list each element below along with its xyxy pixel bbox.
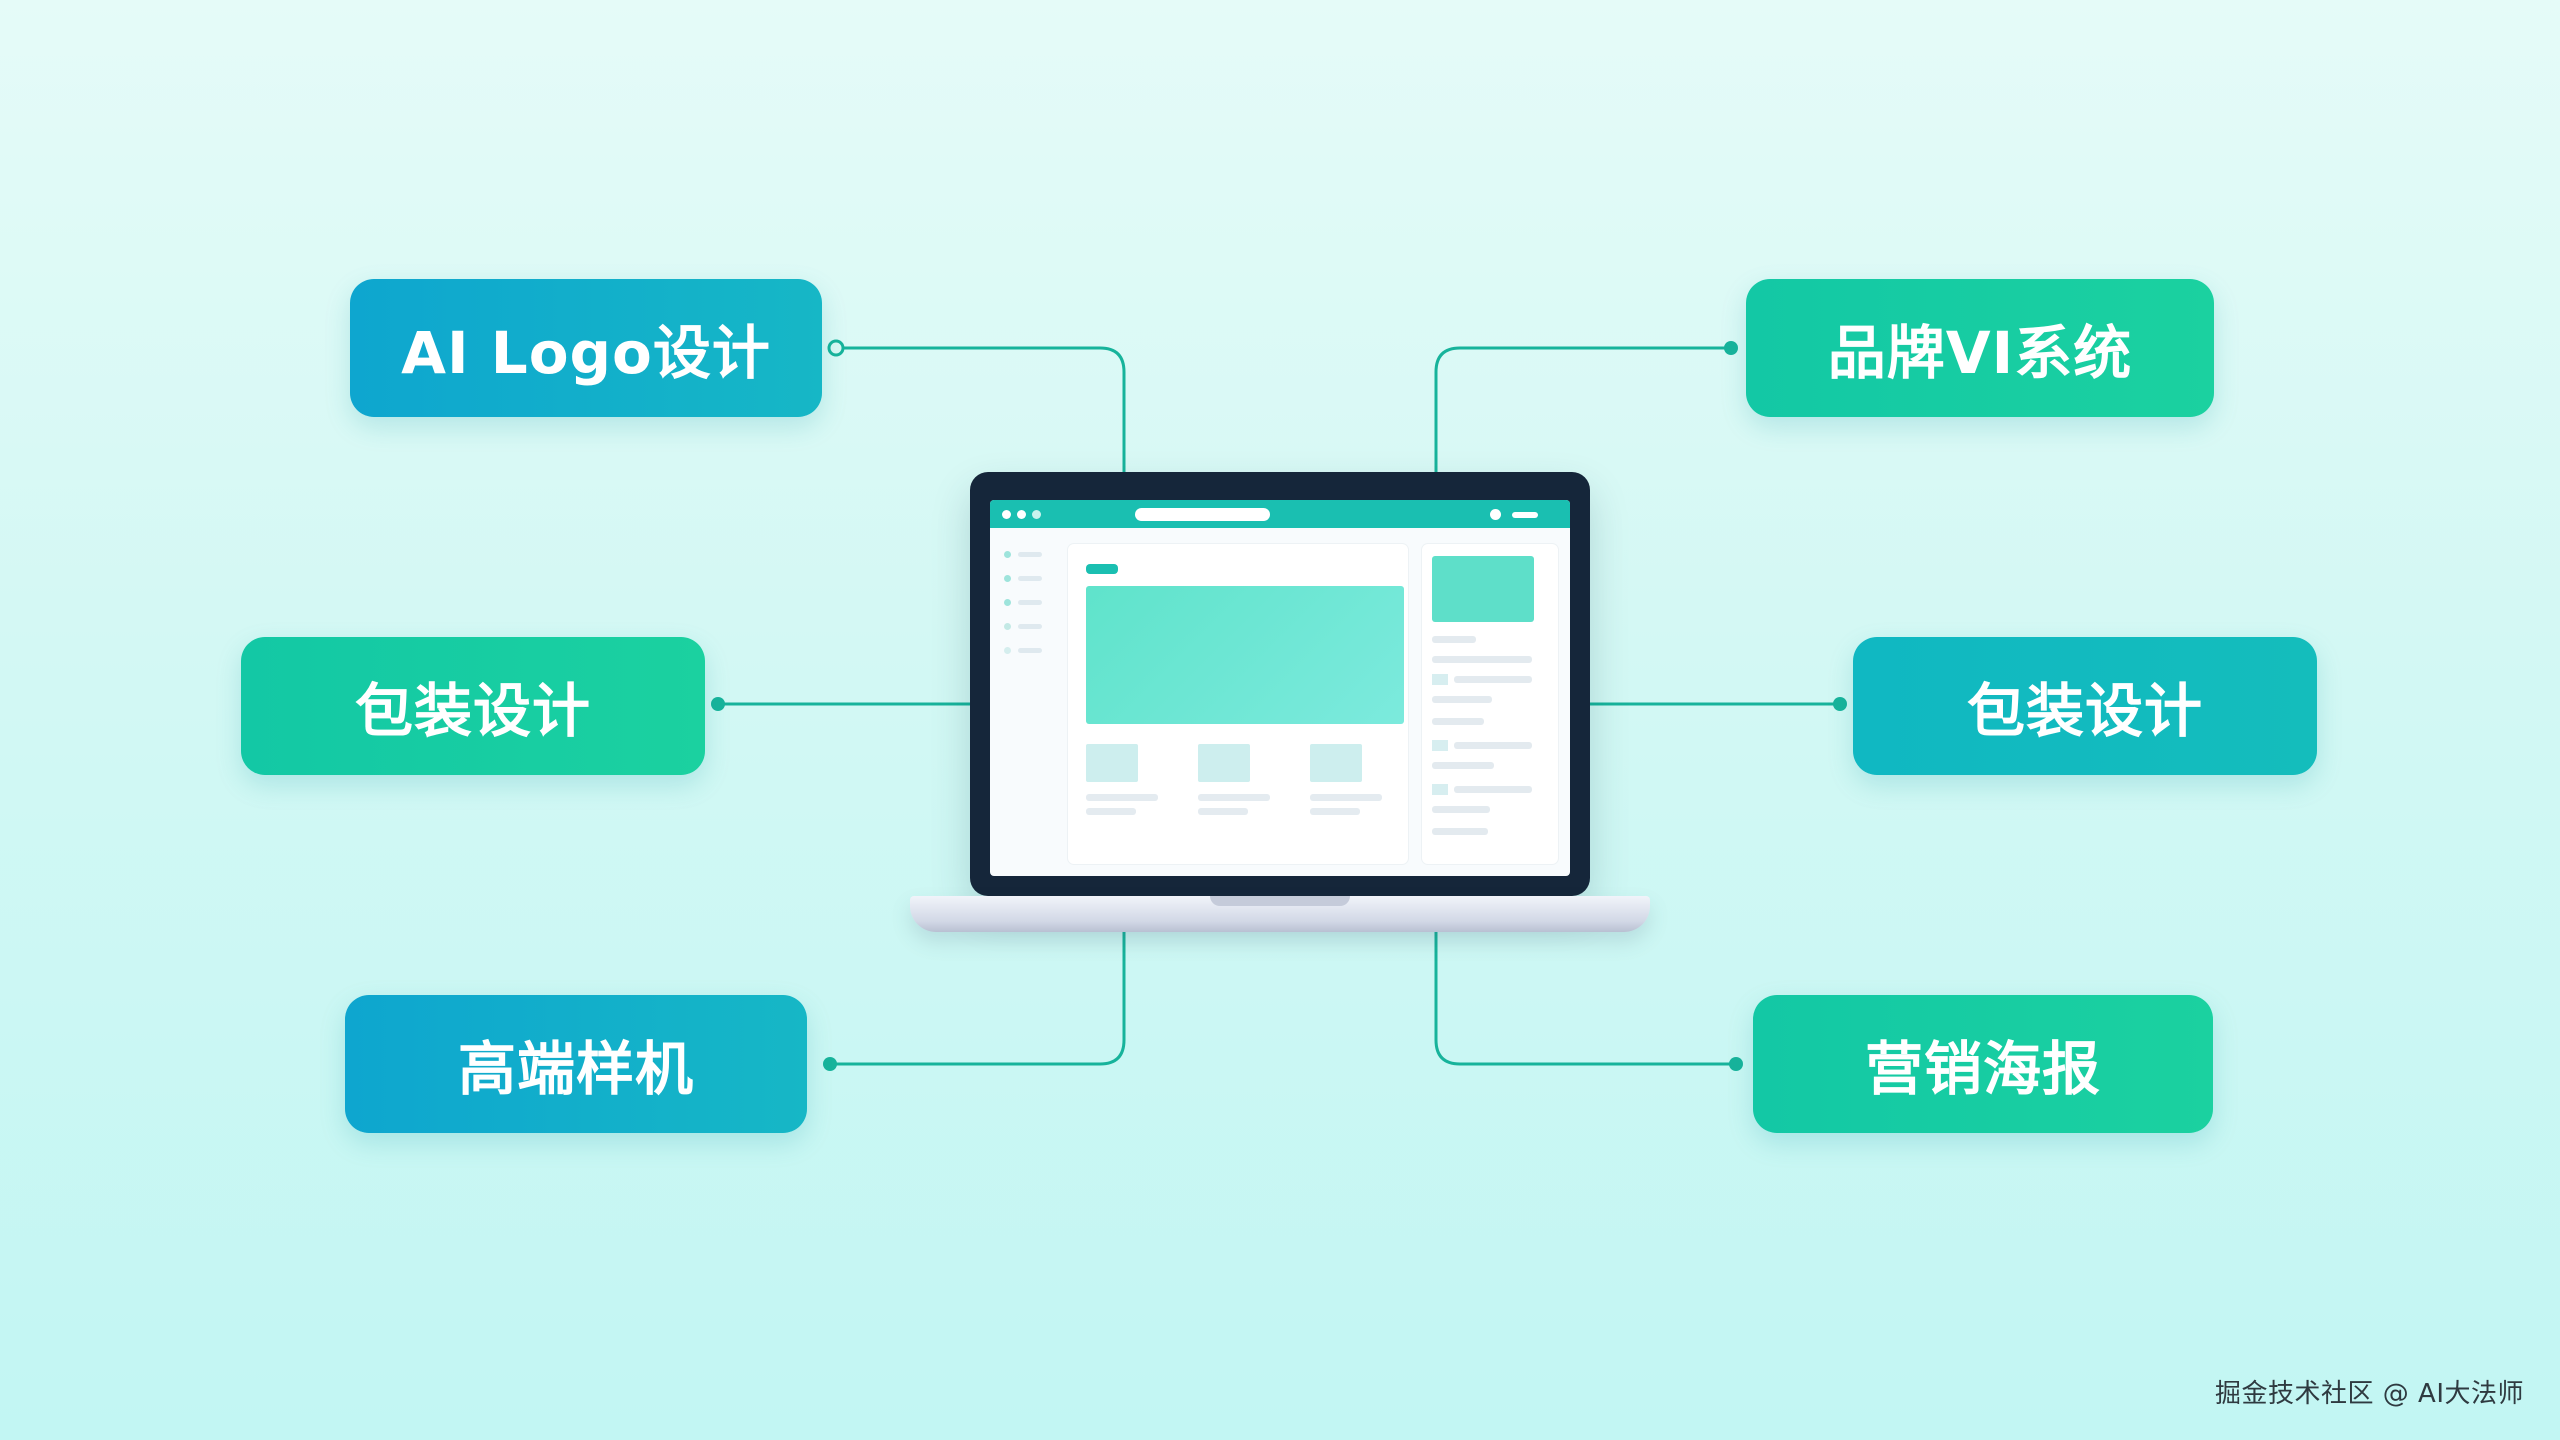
node-poster: 营销海报 <box>1753 995 2213 1133</box>
window-dot <box>1032 510 1041 519</box>
browser-bar <box>990 500 1570 528</box>
connector-dot-packaging-right <box>1833 697 1847 711</box>
right-panel-line <box>1454 786 1532 793</box>
laptop-icon <box>910 472 1650 932</box>
nav-dot <box>1004 623 1011 630</box>
nav-dot <box>1004 575 1011 582</box>
nav-dot <box>1004 599 1011 606</box>
connector-mockup <box>830 932 1126 1066</box>
connector-ai-logo <box>836 346 1126 472</box>
node-brand-vi: 品牌VI系统 <box>1746 279 2214 417</box>
right-panel-line <box>1432 656 1532 663</box>
connector-dot-ai-logo <box>827 339 845 357</box>
connector-dot-packaging-left <box>711 697 725 711</box>
node-ai-logo: AI Logo设计 <box>350 279 822 417</box>
nav-line <box>1018 552 1042 557</box>
connector-poster <box>1434 932 1736 1066</box>
thumbnail-caption <box>1310 808 1360 815</box>
right-panel-image <box>1432 556 1534 622</box>
watermark: 掘金技术社区 @ AI大法师 <box>2215 1379 2524 1409</box>
right-panel-line <box>1454 676 1532 683</box>
thumbnail-caption <box>1310 794 1382 801</box>
window-dot <box>1017 510 1026 519</box>
nav-line <box>1018 624 1042 629</box>
content-tag <box>1086 564 1118 574</box>
thumbnail-caption <box>1198 794 1270 801</box>
nav-dot <box>1004 551 1011 558</box>
connector-brand-vi <box>1434 346 1731 472</box>
nav-line <box>1018 600 1042 605</box>
right-panel-line <box>1432 696 1492 703</box>
right-panel-block <box>1432 674 1448 685</box>
node-mockup: 高端样机 <box>345 995 807 1133</box>
thumbnail <box>1086 744 1138 782</box>
laptop-base <box>910 896 1650 932</box>
right-panel <box>1422 544 1558 864</box>
laptop-notch <box>1210 896 1350 906</box>
thumbnail <box>1310 744 1362 782</box>
hero-image <box>1086 586 1404 724</box>
window-dot <box>1002 510 1011 519</box>
right-panel-line <box>1432 806 1490 813</box>
node-packaging-left: 包装设计 <box>241 637 705 775</box>
content-panel <box>1068 544 1408 864</box>
thumbnail-caption <box>1086 808 1136 815</box>
thumbnail-caption <box>1198 808 1248 815</box>
nav-line <box>1018 648 1042 653</box>
node-poster-label: 营销海报 <box>1864 1035 2101 1103</box>
connector-dot-poster <box>1729 1057 1743 1071</box>
profile-dot-icon <box>1490 509 1501 520</box>
nav-line <box>1018 576 1042 581</box>
right-panel-line <box>1432 636 1476 643</box>
connector-dot-brand-vi <box>1724 341 1738 355</box>
right-panel-block <box>1432 740 1448 751</box>
node-brand-vi-label: 品牌VI系统 <box>1827 319 2133 387</box>
thumbnail-caption <box>1086 794 1158 801</box>
right-panel-block <box>1432 784 1448 795</box>
node-ai-logo-label: AI Logo设计 <box>401 319 771 387</box>
right-panel-line <box>1432 828 1488 835</box>
connector-dot-mockup <box>823 1057 837 1071</box>
right-panel-line <box>1432 762 1494 769</box>
menu-line <box>1512 512 1538 518</box>
nav-dot <box>1004 647 1011 654</box>
node-packaging-right-label: 包装设计 <box>1966 677 2203 745</box>
laptop-lid <box>970 472 1590 896</box>
right-panel-line <box>1432 718 1484 725</box>
node-mockup-label: 高端样机 <box>457 1035 694 1103</box>
laptop-screen <box>990 500 1570 876</box>
node-packaging-left-label: 包装设计 <box>354 677 591 745</box>
thumbnail <box>1198 744 1250 782</box>
address-bar <box>1135 508 1270 521</box>
right-panel-line <box>1454 742 1532 749</box>
node-packaging-right: 包装设计 <box>1853 637 2317 775</box>
side-nav <box>990 528 1050 876</box>
